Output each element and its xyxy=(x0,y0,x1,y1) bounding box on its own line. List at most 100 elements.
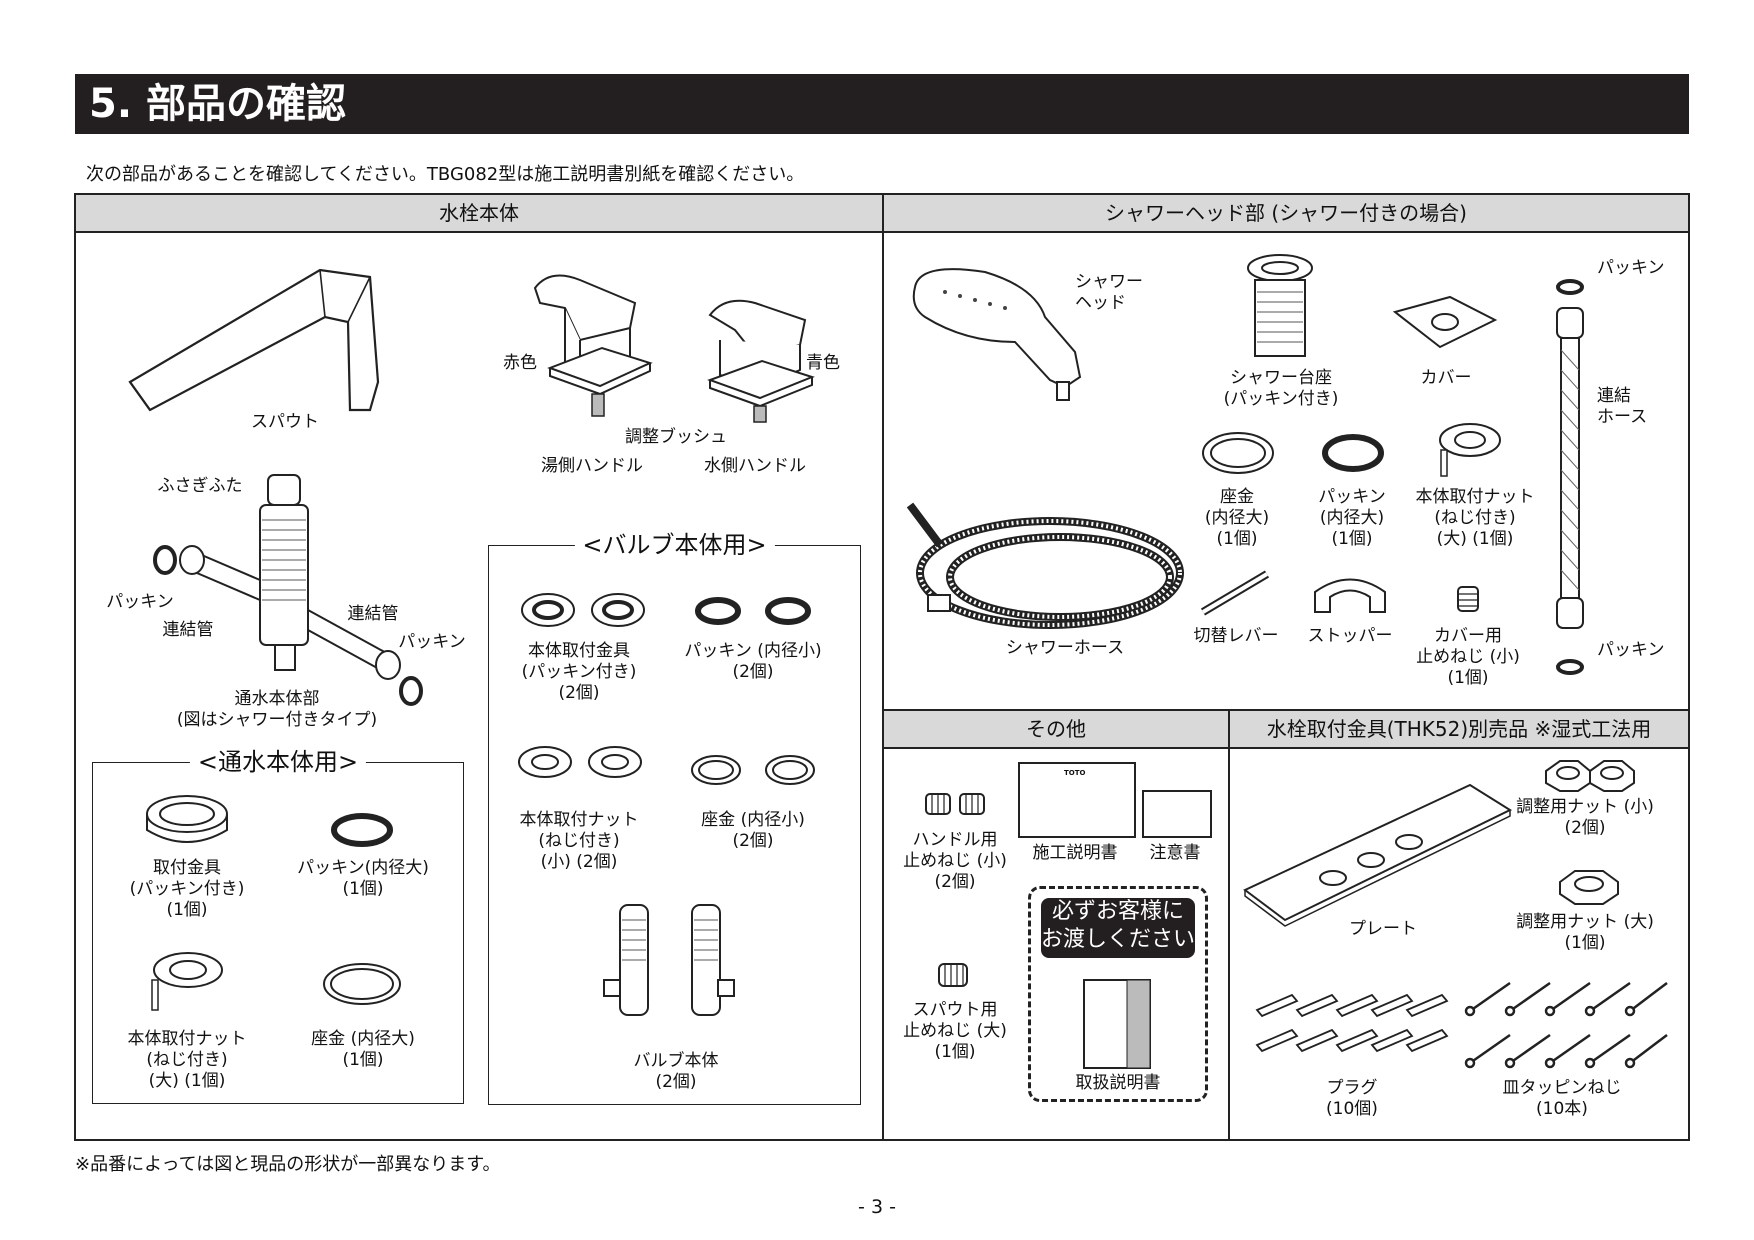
other-header: その他 xyxy=(884,711,1228,749)
plate-illustration xyxy=(1243,783,1513,927)
hand-over-notice: 必ずお客様に お渡しください xyxy=(1041,898,1195,958)
valve-packing-label: パッキン (内径小) (2個) xyxy=(684,641,822,682)
notice-label: 注意書 xyxy=(1149,843,1201,863)
screw-label: 皿タッピンねじ (10本) xyxy=(1502,1078,1622,1119)
plug-label: プラグ (10個) xyxy=(1326,1078,1378,1119)
packing-bottom-label: パッキン xyxy=(1597,640,1665,660)
cover-screw-illustration xyxy=(1457,586,1479,612)
faucet-panel: 水栓本体 xyxy=(74,193,884,1141)
bush-label: 調整ブッシュ xyxy=(625,427,727,447)
water-packing-label: パッキン(内径大) (1個) xyxy=(297,858,429,899)
valve-nut-label: 本体取付ナット (ねじ付き) (小) (2個) xyxy=(519,810,639,872)
valve-illustration xyxy=(603,904,735,1016)
blue-label: 青色 xyxy=(806,353,840,373)
water-mount-label: 取付金具 (パッキン付き) (1個) xyxy=(129,858,245,920)
water-body-group: <通水本体用> xyxy=(92,745,464,1104)
lever-illustration xyxy=(1200,570,1270,616)
cold-handle-illustration xyxy=(707,299,815,423)
plug-illustration xyxy=(1255,993,1449,1053)
valve-label: バルブ本体 (2個) xyxy=(633,1051,719,1092)
body-unit-illustration xyxy=(179,474,401,680)
hot-handle-label: 湯側ハンドル xyxy=(541,456,643,476)
packing-top-label: パッキン xyxy=(1597,258,1665,278)
packing-top-ring xyxy=(1556,279,1584,295)
pipe-right-label: 連結管 xyxy=(347,604,399,624)
shower-base-illustration xyxy=(1247,254,1313,357)
cover-label: カバー xyxy=(1420,368,1472,388)
valve-washer-illustration xyxy=(691,755,815,785)
mounting-header: 水栓取付金具(THK52)別売品 ※湿式工法用 xyxy=(1230,711,1688,749)
hose-link-label: 連結 ホース xyxy=(1597,386,1648,427)
shower-packing-illustration xyxy=(1322,434,1384,472)
pipe-left-label: 連結管 xyxy=(162,620,214,640)
water-mount-illustration xyxy=(146,795,228,843)
user-manual-label: 取扱説明書 xyxy=(1075,1073,1161,1093)
other-panel: その他 xyxy=(882,709,1230,1141)
water-packing-illustration xyxy=(331,813,393,847)
packing-bottom-ring xyxy=(1556,659,1584,675)
lever-label: 切替レバー xyxy=(1193,626,1279,646)
spout-screw-label: スパウト用 止めねじ (大) (1個) xyxy=(903,1000,1007,1062)
handle-screw-label: ハンドル用 止めねじ (小) (2個) xyxy=(903,830,1007,892)
tapping-screw-illustration xyxy=(1464,981,1668,1069)
packing-left-ring xyxy=(153,545,177,575)
manual-label: 施工説明書 xyxy=(1032,843,1118,863)
valve-mount-illustration xyxy=(521,593,645,627)
nut-small-label: 調整用ナット (小) (2個) xyxy=(1516,797,1654,838)
manual-brand: TOTO xyxy=(1064,769,1086,777)
cover-screw-label: カバー用 止めねじ (小) (1個) xyxy=(1416,626,1520,688)
valve-mount-label: 本体取付金具 (パッキン付き) (2個) xyxy=(521,641,637,703)
nut-large-illustration xyxy=(1559,870,1619,905)
packing-left-label: パッキン xyxy=(106,592,174,612)
plate-label: プレート xyxy=(1349,919,1417,939)
valve-body-title: <バルブ本体用> xyxy=(574,528,775,562)
hand-over-frame xyxy=(1028,886,1208,1102)
shower-head-label: シャワー ヘッド xyxy=(1075,272,1143,313)
water-nut-illustration xyxy=(151,952,223,1011)
red-label: 赤色 xyxy=(503,353,537,373)
valve-nut-illustration xyxy=(518,746,642,778)
section-title: 5. 部品の確認 xyxy=(75,74,1689,134)
shower-packing-label: パッキン (内径大) (1個) xyxy=(1318,487,1386,549)
packing-right-label: パッキン xyxy=(398,632,466,652)
user-manual-illustration xyxy=(1083,979,1151,1069)
shower-nut-label: 本体取付ナット (ねじ付き) (大) (1個) xyxy=(1415,487,1535,549)
body-unit-label: 通水本体部 (図はシャワー付きタイプ) xyxy=(176,689,378,730)
valve-body-group: <バルブ本体用> xyxy=(488,528,861,1105)
water-body-title: <通水本体用> xyxy=(189,745,367,779)
shower-washer-label: 座金 (内径大) (1個) xyxy=(1204,487,1270,549)
link-hose-illustration xyxy=(1556,307,1584,629)
spout-label: スパウト xyxy=(251,412,319,432)
water-nut-label: 本体取付ナット (ねじ付き) (大) (1個) xyxy=(127,1029,247,1091)
spout-screw-illustration xyxy=(938,963,968,987)
shower-nut-illustration xyxy=(1439,423,1501,477)
shower-base-label: シャワー台座 (パッキン付き) xyxy=(1223,368,1339,409)
water-washer-label: 座金 (内径大) (1個) xyxy=(311,1029,415,1070)
cold-handle-label: 水側ハンドル xyxy=(704,456,806,476)
nut-large-label: 調整用ナット (大) (1個) xyxy=(1516,912,1654,953)
cap-label: ふさぎふた xyxy=(157,476,243,496)
shower-header: シャワーヘッド部 (シャワー付きの場合) xyxy=(884,195,1688,233)
packing-right-ring xyxy=(399,676,423,706)
cover-illustration xyxy=(1392,295,1498,349)
shower-head-illustration xyxy=(912,268,1082,401)
shower-hose-illustration xyxy=(906,502,1184,629)
nut-small-illustration xyxy=(1545,760,1635,792)
spout-illustration xyxy=(128,268,380,412)
footnote: ※品番によっては図と現品の形状が一部異なります。 xyxy=(75,1154,501,1175)
water-washer-illustration xyxy=(323,963,401,1005)
stopper-label: ストッパー xyxy=(1307,626,1393,646)
intro-text: 次の部品があることを確認してください。TBG082型は施工説明書別紙を確認くださ… xyxy=(86,164,805,185)
mounting-panel: 水栓取付金具(THK52)別売品 ※湿式工法用 xyxy=(1228,709,1690,1141)
faucet-header: 水栓本体 xyxy=(76,195,882,233)
valve-packing-illustration xyxy=(695,597,811,625)
shower-hose-label: シャワーホース xyxy=(1005,638,1125,658)
manual-doc: TOTO xyxy=(1018,762,1136,838)
page-number: - 3 - xyxy=(858,1196,896,1218)
hot-handle-illustration xyxy=(533,274,653,417)
handle-screw-illustration xyxy=(925,793,985,815)
shower-washer-illustration xyxy=(1202,432,1274,474)
notice-doc xyxy=(1142,790,1212,838)
valve-washer-label: 座金 (内径小) (2個) xyxy=(701,810,805,851)
stopper-illustration xyxy=(1314,578,1386,613)
